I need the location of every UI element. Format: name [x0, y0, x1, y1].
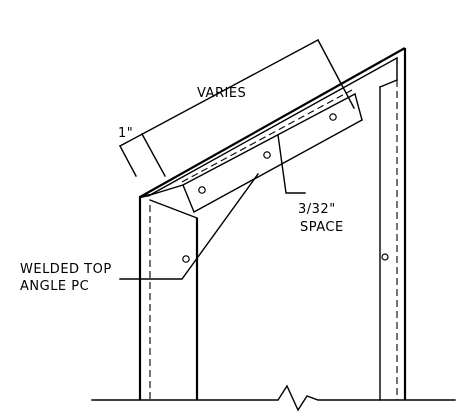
welded-label-line2: ANGLE PC — [20, 279, 89, 294]
right-post-bolt-hole — [381, 253, 389, 261]
varies-dimension — [119, 39, 355, 177]
welded-leader — [119, 173, 259, 280]
space-leader — [277, 134, 306, 194]
right-post — [379, 48, 407, 401]
ground-line — [91, 384, 456, 412]
space-label-line2: SPACE — [300, 220, 344, 235]
one-inch-label: 1" — [118, 126, 133, 141]
space-label-line1: 3/32" — [298, 202, 336, 217]
angle-bolt-hole-1 — [198, 186, 206, 194]
varies-label: VARIES — [197, 86, 246, 101]
sloped-top-rail — [139, 47, 406, 198]
angle-bolt-hole-2 — [263, 151, 271, 159]
post-bolt-hole — [182, 255, 190, 263]
welded-label-line1: WELDED TOP — [20, 262, 112, 277]
angle-bolt-hole-3 — [329, 113, 337, 121]
top-angle-piece — [149, 89, 363, 213]
left-post — [138, 193, 199, 400]
